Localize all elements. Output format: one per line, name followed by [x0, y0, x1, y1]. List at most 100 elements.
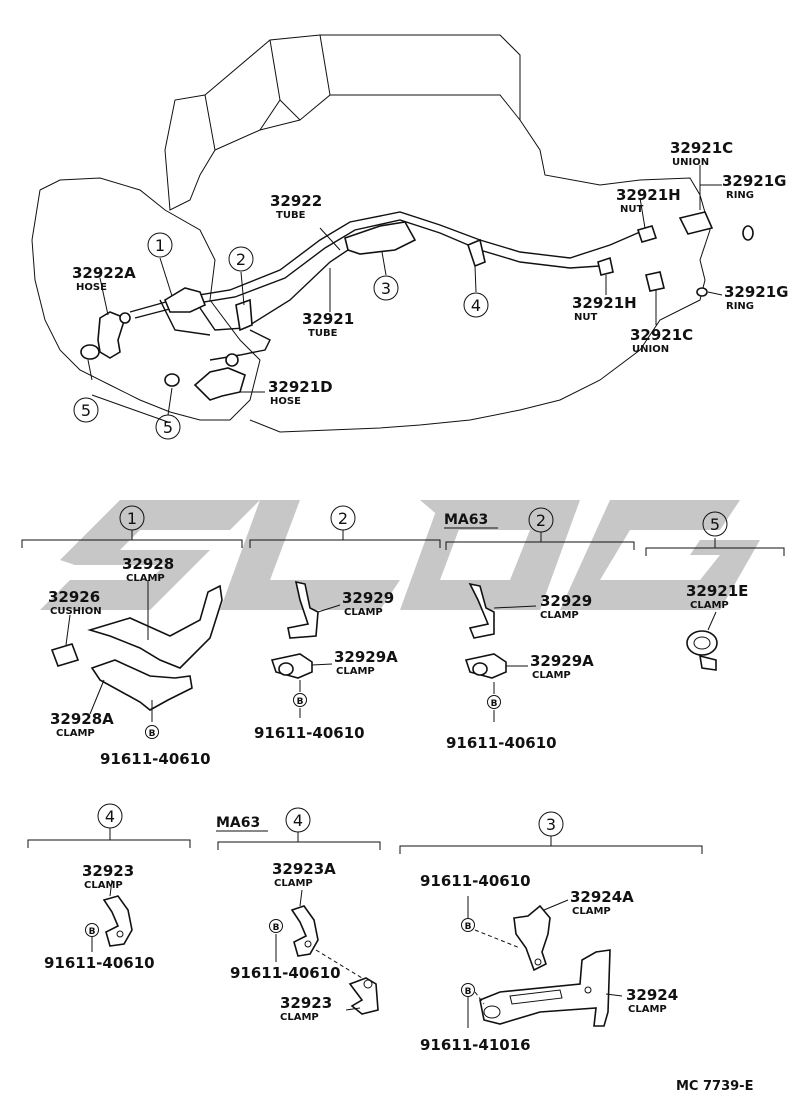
- svg-text:B: B: [149, 729, 156, 739]
- svg-text:B: B: [465, 987, 472, 997]
- group-2-ma63: MA63 2 B 32929 CLAMP 32929A CLAMP 91611-…: [444, 507, 635, 752]
- cushion-32926-drawing: [50, 643, 80, 667]
- callout-circle-3: 3: [373, 275, 399, 301]
- label-32922-tube: 32922 TUBE: [270, 192, 322, 221]
- svg-text:5: 5: [81, 401, 91, 420]
- label-32921c-union-top: 32921C UNION: [670, 139, 733, 168]
- svg-text:32922: 32922: [270, 192, 322, 210]
- svg-text:32929: 32929: [342, 589, 394, 607]
- callout-circle-1: 1: [147, 232, 173, 258]
- group-1: 1 B 32928 CLAMP 32926 CUSHION 32928A CLA…: [21, 505, 243, 768]
- svg-text:4: 4: [293, 811, 303, 830]
- bracket-4-drawing: [467, 238, 486, 268]
- svg-text:32921G: 32921G: [722, 172, 787, 190]
- svg-text:HOSE: HOSE: [76, 282, 107, 293]
- svg-text:32928: 32928: [122, 555, 174, 573]
- label-32921g-ring-bottom: 32921G RING: [724, 283, 789, 312]
- svg-text:TUBE: TUBE: [308, 328, 338, 339]
- svg-text:32921: 32921: [302, 310, 354, 328]
- svg-text:RING: RING: [726, 301, 754, 312]
- clamp-32928a-drawing: [90, 659, 193, 711]
- group-2: 2 B 32929 CLAMP 32929A CLAMP 91611-40610: [249, 505, 441, 742]
- svg-text:4: 4: [105, 807, 115, 826]
- svg-text:RING: RING: [726, 190, 754, 201]
- label-32922a-hose: 32922A HOSE: [72, 264, 136, 293]
- svg-text:3: 3: [381, 279, 391, 298]
- label-32921h-nut-bottom: 32921H NUT: [572, 294, 637, 323]
- svg-text:UNION: UNION: [672, 157, 709, 168]
- svg-text:TUBE: TUBE: [276, 210, 306, 221]
- engine-outline: [164, 34, 711, 433]
- svg-text:NUT: NUT: [574, 312, 597, 323]
- svg-text:MA63: MA63: [444, 512, 488, 528]
- label-32921g-ring-top: 32921G RING: [722, 172, 787, 201]
- svg-text:CLAMP: CLAMP: [274, 878, 313, 889]
- group-5: 5 32921E CLAMP: [645, 511, 785, 671]
- svg-text:32922A: 32922A: [72, 264, 136, 282]
- svg-text:32926: 32926: [48, 588, 100, 606]
- svg-text:32921H: 32921H: [572, 294, 637, 312]
- svg-text:32923: 32923: [82, 862, 134, 880]
- svg-text:B: B: [273, 923, 280, 933]
- svg-text:B: B: [297, 697, 304, 707]
- svg-text:MA63: MA63: [216, 815, 260, 831]
- svg-text:CLAMP: CLAMP: [572, 906, 611, 917]
- svg-text:91611-40610: 91611-40610: [420, 872, 531, 890]
- label-32921-tube: 32921 TUBE: [302, 310, 354, 339]
- callout-circle-5a: 5: [73, 397, 99, 423]
- svg-text:91611-40610: 91611-40610: [44, 954, 155, 972]
- callout-circle-5b: 5: [155, 414, 181, 440]
- svg-text:32929A: 32929A: [334, 648, 398, 666]
- transmission-outline: [31, 177, 261, 421]
- diagram-code: MC 7739-E: [676, 1079, 753, 1094]
- svg-text:32921H: 32921H: [616, 186, 681, 204]
- svg-text:CLAMP: CLAMP: [280, 1012, 319, 1023]
- hose-32922a-drawing: [80, 311, 131, 360]
- svg-text:NUT: NUT: [620, 204, 643, 215]
- svg-text:CLAMP: CLAMP: [56, 728, 95, 739]
- svg-text:32921C: 32921C: [670, 139, 733, 157]
- svg-text:1: 1: [155, 236, 165, 255]
- svg-text:32929A: 32929A: [530, 652, 594, 670]
- hose-32921d-drawing: [164, 353, 246, 401]
- brake-tube-routing: [129, 211, 641, 361]
- union-nut-drawing: [597, 211, 754, 297]
- svg-text:32928A: 32928A: [50, 710, 114, 728]
- svg-text:32924: 32924: [626, 986, 678, 1004]
- svg-text:91611-40610: 91611-40610: [254, 724, 365, 742]
- svg-text:32923A: 32923A: [272, 860, 336, 878]
- svg-text:CLAMP: CLAMP: [126, 573, 165, 584]
- group-3: 3 B B 32924A CLAMP 32924 CLAMP 91611-406…: [399, 811, 703, 1054]
- svg-text:32921G: 32921G: [724, 283, 789, 301]
- svg-text:CLAMP: CLAMP: [540, 610, 579, 621]
- svg-text:1: 1: [127, 509, 137, 528]
- svg-text:32924A: 32924A: [570, 888, 634, 906]
- svg-text:91611-40610: 91611-40610: [446, 734, 557, 752]
- svg-text:UNION: UNION: [632, 344, 669, 355]
- svg-text:5: 5: [710, 515, 720, 534]
- svg-text:B: B: [89, 927, 96, 937]
- svg-text:2: 2: [338, 509, 348, 528]
- callout-circle-2: 2: [228, 246, 254, 272]
- svg-text:CLAMP: CLAMP: [690, 600, 729, 611]
- svg-text:91611-40610: 91611-40610: [100, 750, 211, 768]
- svg-text:B: B: [465, 922, 472, 932]
- svg-text:CLAMP: CLAMP: [628, 1004, 667, 1015]
- callout-circle-4: 4: [463, 292, 489, 318]
- svg-text:CLAMP: CLAMP: [532, 670, 571, 681]
- clamp-32928-drawing: [87, 584, 223, 669]
- overview-leaders: [87, 165, 723, 423]
- svg-text:2: 2: [536, 511, 546, 530]
- label-32921h-nut-top: 32921H NUT: [616, 186, 681, 215]
- svg-text:CUSHION: CUSHION: [50, 606, 102, 617]
- svg-text:32921D: 32921D: [268, 378, 333, 396]
- svg-text:32929: 32929: [540, 592, 592, 610]
- svg-text:5: 5: [163, 418, 173, 437]
- label-32921d-hose: 32921D HOSE: [268, 378, 333, 407]
- svg-text:32921E: 32921E: [686, 582, 748, 600]
- svg-text:HOSE: HOSE: [270, 396, 301, 407]
- svg-text:4: 4: [471, 296, 481, 315]
- bracket-1-drawing: [163, 287, 207, 313]
- bracket-3-drawing: [344, 221, 417, 255]
